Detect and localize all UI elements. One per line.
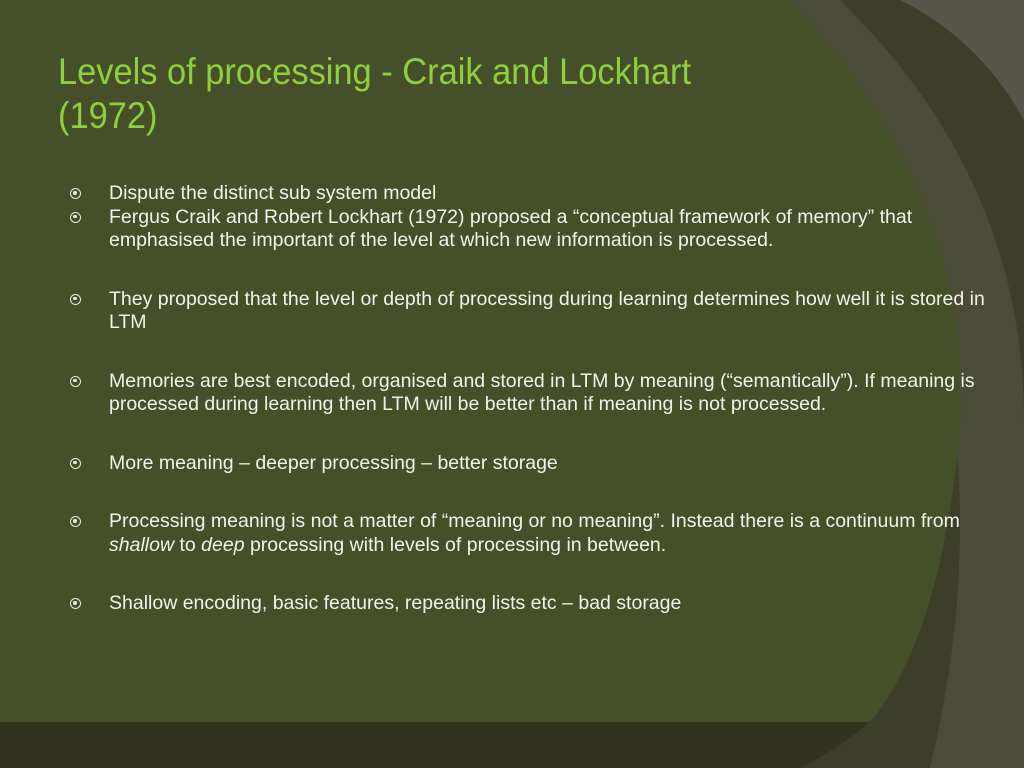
circled-dot-icon: [70, 457, 81, 469]
bullet-item: Memories are best encoded, organised and…: [70, 370, 1015, 417]
bullet-item: Dispute the distinct sub system model: [70, 182, 1015, 206]
bullet-item: More meaning – deeper processing – bette…: [70, 452, 1015, 476]
slide-title: Levels of processing - Craik and Lockhar…: [58, 50, 858, 138]
bullet-item: Shallow encoding, basic features, repeat…: [70, 592, 1015, 616]
bullet-text: They proposed that the level or depth of…: [109, 287, 985, 334]
circled-dot-icon: [70, 211, 81, 223]
bullet-text-part: processing with levels of processing in …: [244, 533, 667, 556]
circled-dot-icon: [70, 598, 81, 609]
content-panel: [0, 0, 962, 722]
background-arc-light: [790, 0, 1024, 768]
circled-dot-icon: [70, 188, 81, 199]
bullet-item: Fergus Craik and Robert Lockhart (1972) …: [70, 206, 1015, 253]
title-line-1: Levels of processing - Craik and Lockhar…: [58, 51, 692, 92]
bullet-text: Memories are best encoded, organised and…: [109, 369, 975, 416]
circled-dot-icon: [70, 375, 81, 387]
emphasis-shallow: shallow: [109, 533, 175, 556]
bullet-list: Dispute the distinct sub system model Fe…: [70, 182, 1015, 616]
circled-dot-icon: [70, 516, 81, 527]
bullet-text: More meaning – deeper processing – bette…: [109, 451, 558, 474]
bullet-item: They proposed that the level or depth of…: [70, 288, 1015, 335]
emphasis-deep: deep: [201, 533, 245, 556]
circled-dot-icon: [70, 293, 81, 305]
bullet-text: Fergus Craik and Robert Lockhart (1972) …: [109, 205, 913, 252]
bullet-text-part: Processing meaning is not a matter of “m…: [109, 510, 960, 532]
title-line-2: (1972): [58, 95, 158, 136]
bullet-text: Dispute the distinct sub system model: [109, 182, 437, 204]
background-arc-corner: [900, 0, 1024, 120]
bullet-item: Processing meaning is not a matter of “m…: [70, 510, 1015, 557]
background-bottom-band: [0, 722, 870, 768]
bullet-text: Shallow encoding, basic features, repeat…: [109, 592, 682, 614]
bullet-text-part: to: [174, 533, 202, 556]
